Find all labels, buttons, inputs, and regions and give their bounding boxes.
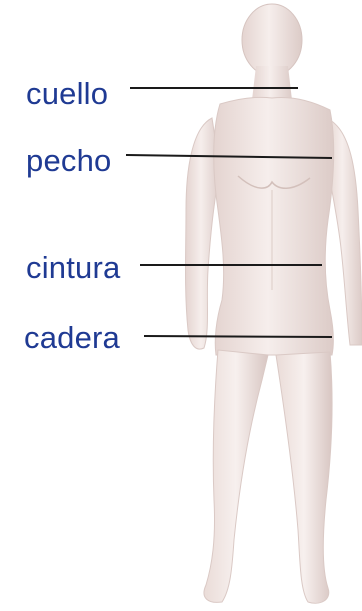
- neck-label: cuello: [26, 78, 108, 109]
- hip-label: cadera: [24, 322, 120, 353]
- hip-leader-line: [144, 336, 332, 337]
- waist-label: cintura: [26, 252, 120, 283]
- chest-leader-line: [126, 155, 332, 158]
- chest-label: pecho: [26, 145, 111, 176]
